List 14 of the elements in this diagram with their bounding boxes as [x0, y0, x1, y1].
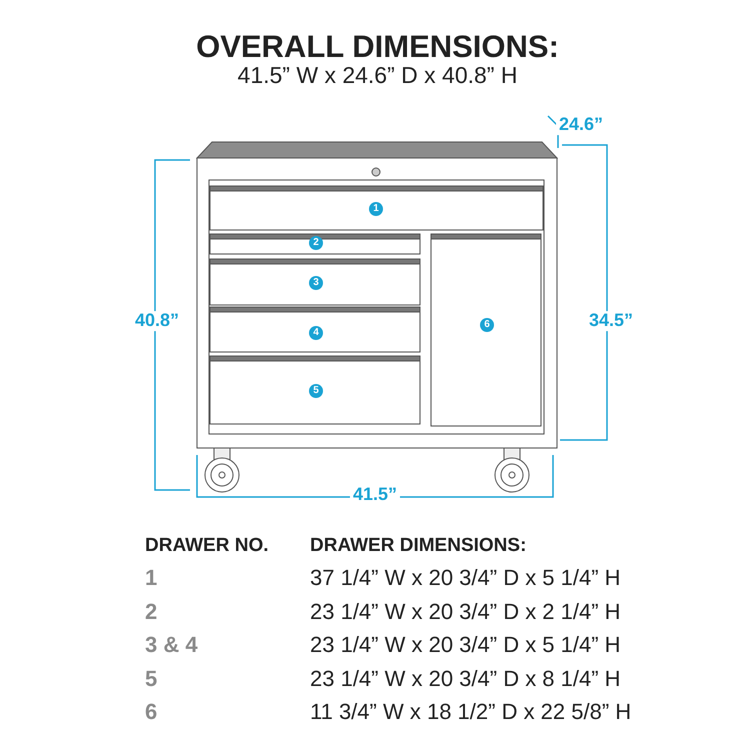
- table-cell: 2: [145, 600, 158, 624]
- table-cell: 23 1/4” W x 20 3/4” D x 8 1/4” H: [310, 667, 621, 692]
- table-cell: 23 1/4” W x 20 3/4” D x 5 1/4” H: [310, 633, 621, 658]
- subtitle: 41.5” W x 24.6” D x 40.8” H: [236, 63, 518, 88]
- column-header: DRAWER NO.: [145, 536, 268, 557]
- table-cell: 5: [145, 667, 158, 692]
- table-cell: 6: [145, 700, 158, 724]
- title: OVERALL DIMENSIONS:: [195, 30, 560, 64]
- table-cell: 1: [145, 566, 158, 590]
- table-cell: 11 3/4” W x 18 1/2” D x 22 5/8” H: [310, 700, 632, 724]
- table-cell: 37 1/4” W x 20 3/4” D x 5 1/4” H: [310, 566, 621, 590]
- table-cell: 23 1/4” W x 20 3/4” D x 2 1/4” H: [310, 600, 621, 624]
- table-cell: 3 & 4: [145, 633, 198, 658]
- column-header: DRAWER DIMENSIONS:: [310, 536, 526, 557]
